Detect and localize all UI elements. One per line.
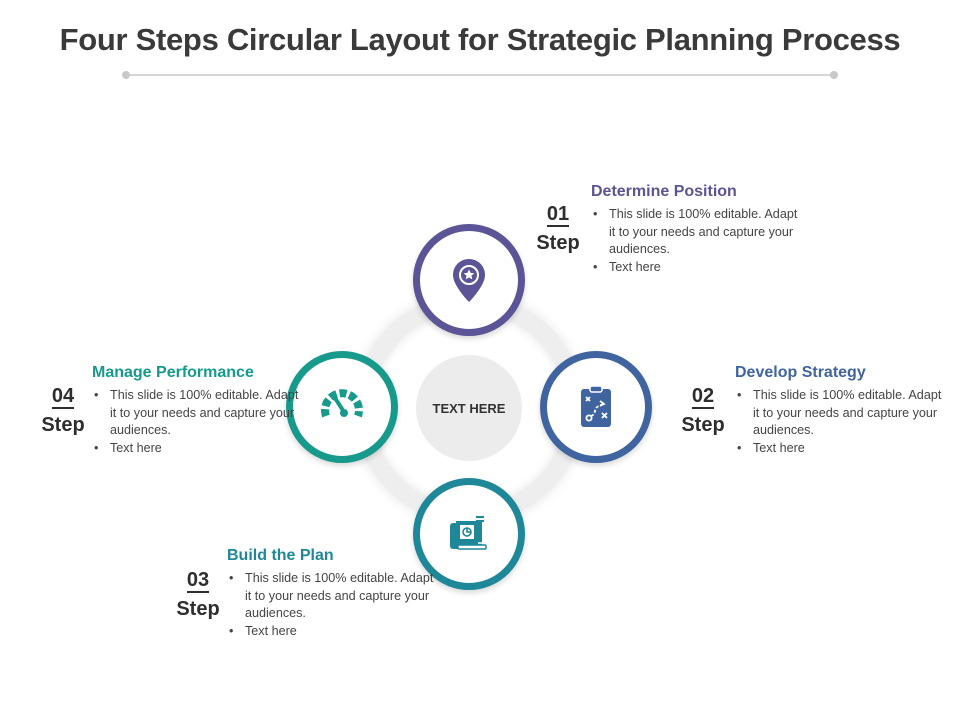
step-1-number: 01 bbox=[546, 203, 570, 227]
step-1-text-block: Determine Position This slide is 100% ed… bbox=[591, 183, 801, 276]
step-4-bullet-2: Text here bbox=[94, 440, 302, 458]
blueprint-plan-icon bbox=[450, 516, 487, 550]
step-4-circle bbox=[286, 351, 398, 463]
step-2-text-block: Develop Strategy This slide is 100% edit… bbox=[735, 364, 945, 457]
step-4-number: 04 bbox=[51, 385, 75, 409]
step-1-bullet-2: Text here bbox=[593, 259, 801, 277]
step-2-number: 02 bbox=[691, 385, 715, 409]
step-3-label: 03 Step bbox=[171, 566, 225, 624]
step-4-label: 04 Step bbox=[36, 382, 90, 440]
step-2-bullet-2: Text here bbox=[737, 440, 945, 458]
center-circle: TEXT HERE bbox=[416, 355, 522, 461]
step-3-heading: Build the Plan bbox=[227, 547, 334, 564]
step-2-heading: Develop Strategy bbox=[735, 364, 866, 381]
strategy-clipboard-icon bbox=[581, 385, 611, 427]
step-2-word: Step bbox=[681, 414, 725, 436]
step-4-word: Step bbox=[41, 414, 85, 436]
step-1-circle bbox=[413, 224, 525, 336]
step-1-label: 01 Step bbox=[531, 200, 585, 258]
step-4-bullet-1: This slide is 100% editable. Adapt it to… bbox=[94, 387, 302, 440]
step-4-text-block: Manage Performance This slide is 100% ed… bbox=[92, 364, 302, 457]
step-2-label: 02 Step bbox=[676, 382, 730, 440]
page-title: Four Steps Circular Layout for Strategic… bbox=[59, 22, 901, 57]
title-divider bbox=[122, 70, 838, 80]
step-1-word: Step bbox=[536, 232, 580, 254]
step-2-bullet-1: This slide is 100% editable. Adapt it to… bbox=[737, 387, 945, 440]
step-1-heading: Determine Position bbox=[591, 183, 737, 200]
step-3-text-block: Build the Plan This slide is 100% editab… bbox=[227, 547, 437, 640]
speedometer-gauge-icon bbox=[321, 389, 363, 418]
step-1-bullet-1: This slide is 100% editable. Adapt it to… bbox=[593, 206, 801, 259]
location-pin-star-icon bbox=[453, 259, 485, 302]
step-3-word: Step bbox=[176, 598, 220, 620]
step-3-bullet-1: This slide is 100% editable. Adapt it to… bbox=[229, 570, 437, 623]
step-4-heading: Manage Performance bbox=[92, 364, 254, 381]
step-3-number: 03 bbox=[186, 569, 210, 593]
step-2-circle bbox=[540, 351, 652, 463]
step-3-bullet-2: Text here bbox=[229, 623, 437, 641]
